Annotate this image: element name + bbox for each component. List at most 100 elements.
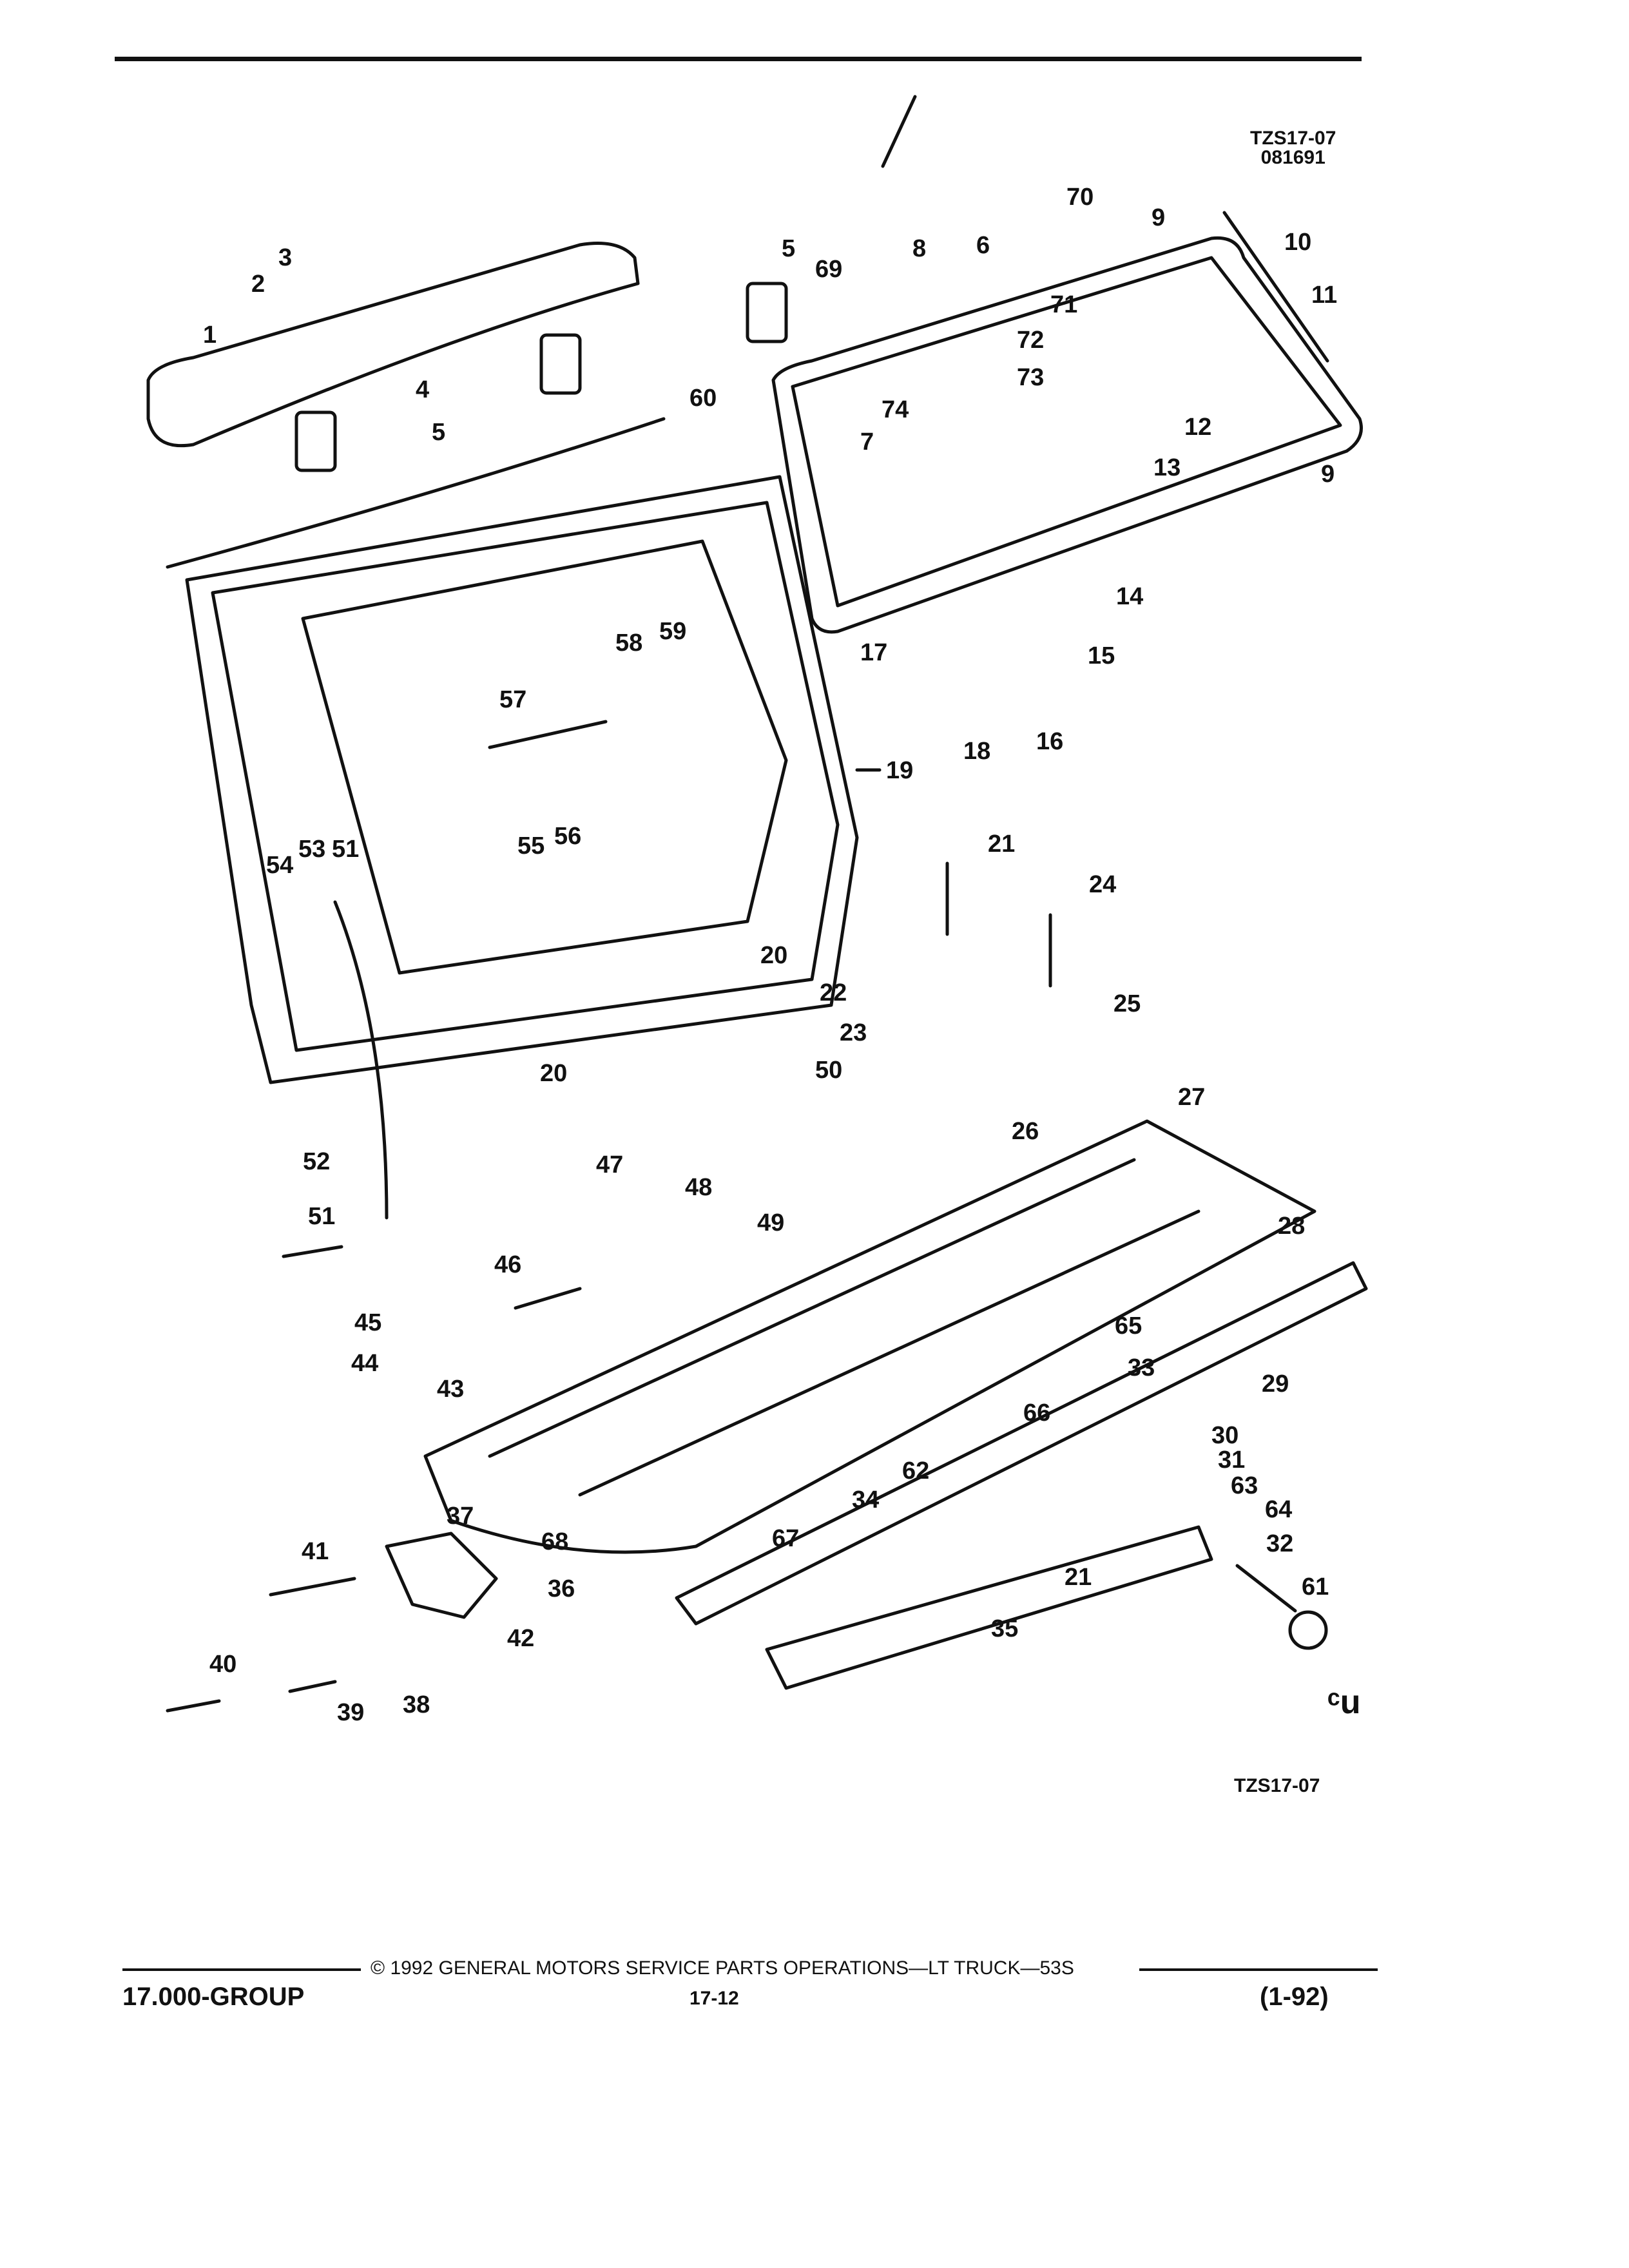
callout-label: 22 [820,979,847,1006]
callout-label: 63 [1231,1472,1258,1499]
key [1235,1564,1297,1613]
callout-label: 10 [1284,229,1311,256]
catalog-group: 17.000-GROUP [122,1983,305,2011]
bolt [166,1699,221,1713]
rear-glass-inner [791,256,1342,608]
callout-label: 68 [541,1528,568,1555]
publisher-mark: ᶜu [1327,1684,1361,1721]
callout-label: 51 [332,836,359,863]
callout-label: 45 [354,1309,381,1336]
callout-label: 9 [1152,204,1165,231]
callout-label: 48 [685,1174,712,1201]
callout-label: 11 [1311,282,1337,309]
callout-label: 28 [1278,1213,1305,1240]
liftgate-window-opening [301,539,788,975]
callout-label: 36 [548,1575,575,1602]
leader-line [881,95,917,168]
callout-label: 41 [302,1538,329,1565]
callout-label: 37 [447,1503,474,1530]
top-rule [115,57,1362,61]
callout-label: 30 [1211,1422,1239,1449]
callout-label: 67 [772,1525,799,1552]
figure-reference-bottom: TZS17-07 [1234,1775,1320,1796]
callout-label: 49 [757,1209,784,1236]
callout-label: 46 [494,1251,521,1278]
callout-label: 62 [902,1457,929,1485]
callout-label: 53 [298,836,325,863]
callout-label: 26 [1012,1118,1039,1145]
footer-rule-right [1139,1968,1378,1971]
bolt [282,1245,343,1258]
callout-label: 55 [517,832,545,860]
callout-label: 27 [1178,1084,1205,1111]
callout-label: 44 [351,1350,378,1377]
callout-label: 56 [554,823,581,850]
callout-labels: 1 2 3 4 5 5 6 7 8 9 9 10 11 12 13 14 15 … [203,184,1337,1726]
callout-label: 57 [499,686,526,713]
support-rail [675,1261,1368,1626]
callout-label: 6 [976,232,990,259]
callout-label: 25 [1113,990,1141,1017]
callout-label: 32 [1266,1530,1293,1557]
callout-label: 69 [815,256,842,283]
liftgate-inner-panel [423,1119,1316,1554]
callout-label: 4 [416,376,429,403]
callout-label: 5 [432,419,445,446]
callout-label: 8 [912,235,926,262]
callout-label: 24 [1089,871,1116,898]
liftgate-body-edge [166,417,666,569]
callout-label: 20 [540,1060,567,1087]
callout-label: 13 [1153,454,1181,481]
callout-label: 38 [403,1691,430,1718]
callout-label: 18 [963,738,990,765]
hinge-right [539,333,582,395]
callout-label: 66 [1023,1399,1050,1427]
callout-label: 34 [852,1486,879,1514]
spoiler-panel [146,242,640,448]
callout-label: 17 [860,639,887,666]
gas-strut [1222,211,1329,363]
callout-label: 51 [308,1203,335,1230]
callout-label: 74 [882,396,909,423]
callout-label: 16 [1036,728,1063,755]
callout-label: 23 [840,1019,867,1046]
callout-label: 54 [266,852,293,879]
page-number: 17-12 [689,1988,739,2009]
callout-label: 3 [278,244,292,271]
liftgate-inner-rib [488,1158,1136,1458]
footer-rule-left [122,1968,361,1971]
callout-label: 42 [507,1625,534,1652]
rear-glass [771,236,1363,634]
callout-label: 72 [1017,327,1044,354]
key-head [1288,1610,1328,1650]
latch-assembly [385,1532,498,1619]
callout-label: 50 [815,1057,842,1084]
copyright-notice: © 1992 GENERAL MOTORS SERVICE PARTS OPER… [371,1957,1074,1979]
callout-label: 35 [991,1615,1018,1642]
callout-label: 21 [1065,1564,1092,1591]
callout-label: 20 [760,942,787,969]
callout-label: 9 [1321,461,1335,488]
bolt [288,1680,337,1693]
callout-label: 52 [303,1148,330,1175]
liftgate-inner-rib [578,1209,1200,1497]
callout-label: 1 [203,322,217,349]
callout-label: 73 [1017,364,1044,391]
trim-strip [765,1525,1213,1690]
callout-label: 65 [1115,1312,1142,1340]
callout-label: 39 [337,1699,364,1726]
callout-label: 31 [1218,1446,1245,1474]
bolt [514,1287,582,1310]
callout-label: 21 [988,831,1015,858]
callout-label: 7 [860,428,874,456]
callout-label: 40 [209,1651,236,1678]
liftgate-inner-frame [211,501,840,1052]
figure-date-code: 081691 [1260,147,1325,168]
callout-label: 60 [689,385,717,412]
ground-strap [333,900,389,1220]
callout-label: 64 [1265,1496,1292,1523]
bolt [269,1577,356,1597]
figure-code: TZS17-07 [1250,128,1336,149]
